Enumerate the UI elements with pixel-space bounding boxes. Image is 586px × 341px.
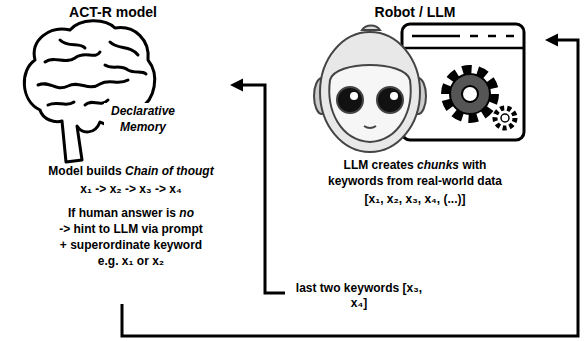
panel-heading: Robot / LLM bbox=[375, 4, 456, 21]
text: with bbox=[462, 158, 486, 172]
text-line: Model builds Chain of thougt bbox=[48, 164, 213, 179]
text: Model builds bbox=[48, 164, 121, 178]
diagram-panel: ACT-R modelDeclarative MemoryModel build… bbox=[30, 4, 230, 304]
memory-label: Declarative Memory bbox=[104, 103, 182, 135]
connector-line bbox=[243, 85, 285, 293]
text-line: [x₁, x₂, x₃, x₄, (...)] bbox=[365, 192, 466, 207]
edge-label: last two keywords [x₃, x₄] bbox=[292, 281, 426, 311]
panel-heading: ACT-R model bbox=[69, 4, 157, 21]
text: keywords from real-world data bbox=[328, 174, 502, 188]
brain-icon bbox=[24, 21, 154, 162]
text-line: + superordinate keyword bbox=[60, 238, 202, 253]
robot-head bbox=[314, 26, 426, 153]
arrowhead bbox=[545, 34, 558, 47]
text-line: keywords from real-world data bbox=[328, 174, 502, 189]
text: x₁ -> x₂ -> x₃ -> x₄ bbox=[80, 182, 181, 196]
arrowhead bbox=[230, 79, 243, 92]
flow-arrow bbox=[122, 34, 578, 337]
text: + superordinate keyword bbox=[60, 238, 202, 252]
text: Declarative Memory bbox=[111, 104, 175, 134]
text-line: x₁ -> x₂ -> x₃ -> x₄ bbox=[80, 182, 181, 197]
text-line: LLM createschunkswith bbox=[344, 158, 487, 173]
connector-line bbox=[122, 40, 578, 336]
text: no bbox=[179, 206, 194, 220]
text: Robot / LLM bbox=[375, 4, 456, 20]
text: -> hint to LLM via prompt bbox=[59, 222, 203, 236]
text: Chain of thougt bbox=[125, 164, 214, 178]
text: [x₁, x₂, x₃, x₄, (...)] bbox=[365, 192, 466, 206]
text: LLM creates bbox=[344, 158, 414, 172]
text: e.g. x₁ or x₂ bbox=[98, 254, 164, 268]
text: If human answer is bbox=[68, 206, 176, 220]
text-line: e.g. x₁ or x₂ bbox=[98, 254, 164, 269]
flow-arrow bbox=[230, 79, 285, 294]
text: ACT-R model bbox=[69, 4, 157, 20]
diagram-panel: Robot / LLMLLM createschunkswithkeywords… bbox=[285, 4, 545, 304]
text-line: If human answer isno bbox=[68, 206, 194, 221]
text-line: -> hint to LLM via prompt bbox=[59, 222, 203, 237]
text: chunks bbox=[417, 158, 459, 172]
